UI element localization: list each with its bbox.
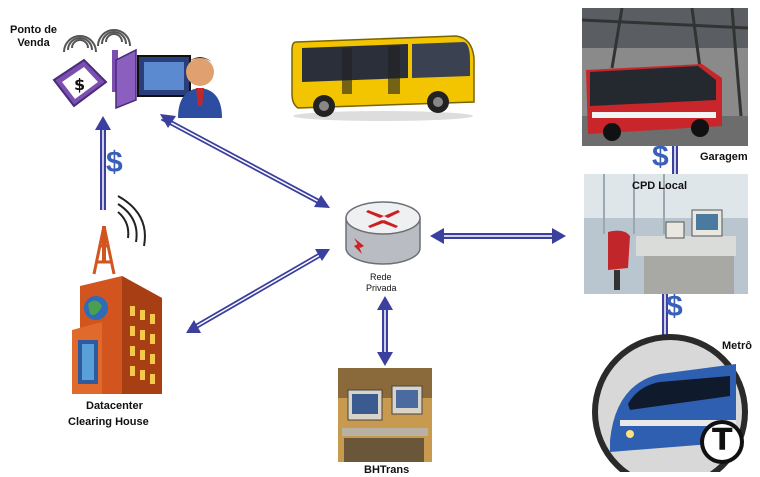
- metro-logo-letter: T: [712, 423, 733, 458]
- money-symbol-pos: $: [106, 146, 123, 179]
- cpd-label: CPD Local: [632, 180, 688, 192]
- router-label-line1: Rede: [370, 272, 392, 282]
- svg-text:$: $: [74, 75, 85, 94]
- pos-label: Ponto de Venda: [10, 24, 58, 49]
- garage-label: Garagem: [700, 151, 748, 163]
- router-label-line2: Privada: [366, 283, 397, 293]
- computer-monitor-icon: [347, 385, 423, 421]
- arrow-router-bhtrans: [377, 296, 393, 366]
- money-symbol-garage: $: [652, 140, 669, 173]
- money-symbol-metro: $: [666, 290, 683, 323]
- red-bus-icon: [586, 64, 722, 141]
- router-icon: [345, 201, 421, 265]
- person-avatar-icon: [178, 57, 222, 118]
- garage-photo: [582, 8, 748, 146]
- metro-train-illustration: [592, 334, 748, 472]
- globe-icon: [84, 296, 108, 320]
- office-chair-icon: [608, 230, 630, 290]
- antenna-signal-icon: [63, 29, 131, 53]
- point-of-sale-illustration: $: [52, 29, 222, 118]
- cpd-local-photo: [584, 174, 748, 294]
- card-reader-icon: [115, 48, 191, 110]
- bhtrans-photo: [338, 368, 432, 462]
- arrow-datacenter-router: [186, 249, 330, 333]
- arrow-pos-router: [160, 114, 330, 208]
- pos-terminal-icon: $: [52, 58, 108, 108]
- arrow-router-cpd: [430, 228, 566, 244]
- datacenter-label-line1: Datacenter: [86, 400, 143, 412]
- computer-monitor-icon: [691, 209, 723, 237]
- datacenter-building-icon: [72, 226, 162, 394]
- metro-label: Metrô: [722, 340, 752, 352]
- wireless-signal-icon: [117, 195, 146, 247]
- yellow-bus-illustration: [291, 35, 475, 121]
- bhtrans-label: BHTrans: [364, 464, 410, 476]
- datacenter-label-line2: Clearing House: [68, 416, 149, 428]
- arrow-datacenter-pos: [95, 116, 111, 210]
